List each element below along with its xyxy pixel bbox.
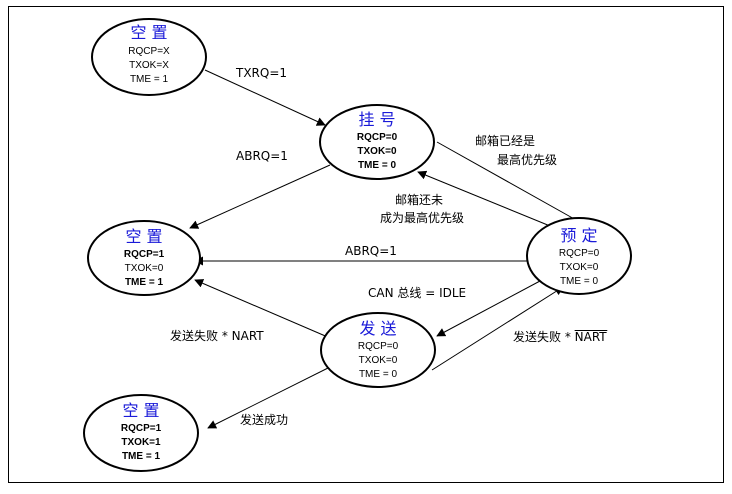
label-not-highest-line1: 邮箱还未	[395, 192, 443, 207]
node-scheduled: 预 定 RQCP=0 TXOK=0 TME = 0	[526, 217, 632, 295]
node-txok: TXOK=0	[359, 355, 398, 366]
label-fail-prefix: 发送失败 *	[513, 329, 575, 344]
node-title: 空 置	[122, 401, 159, 420]
edge-fail-not-nart	[431, 286, 564, 371]
node-title: 预 定	[560, 226, 597, 245]
label-highest-line2: 最高优先级	[497, 152, 557, 167]
node-tme: TME = 1	[130, 74, 169, 85]
label-nart-overlined: NART	[575, 330, 608, 344]
node-tme: TME = 0	[560, 276, 599, 287]
node-txok: TXOK=0	[560, 262, 599, 273]
node-tme: TME = 0	[358, 160, 397, 171]
node-title: 空 置	[130, 23, 167, 42]
node-tme: TME = 1	[122, 451, 161, 462]
node-transmit: 发 送 RQCP=0 TXOK=0 TME = 0	[320, 312, 436, 388]
edge-not-highest-priority	[417, 170, 556, 229]
node-title: 空 置	[125, 227, 162, 246]
diagram-frame	[8, 6, 724, 483]
label-txrq: TXRQ=1	[235, 66, 287, 80]
node-idle-top: 空 置 RQCP=X TXOK=X TME = 1	[91, 18, 207, 96]
node-title: 发 送	[359, 319, 396, 338]
node-rqcp: RQCP=0	[358, 341, 399, 352]
node-idle-bot: 空 置 RQCP=1 TXOK=1 TME = 1	[83, 394, 199, 472]
edge-fail-nart	[194, 279, 331, 339]
label-abrq-pending: ABRQ=1	[236, 149, 288, 163]
node-pending: 挂 号 RQCP=0 TXOK=0 TME = 0	[319, 104, 435, 180]
node-txok: TXOK=0	[357, 146, 397, 157]
node-rqcp: RQCP=1	[121, 423, 162, 434]
edge-txrq	[204, 69, 326, 126]
node-rqcp: RQCP=X	[128, 46, 170, 57]
edges	[189, 69, 586, 429]
label-not-highest-line2: 成为最高优先级	[380, 210, 464, 225]
node-title: 挂 号	[358, 110, 395, 129]
edge-abrq-pending	[189, 164, 331, 229]
label-abrq-scheduled: ABRQ=1	[345, 244, 397, 258]
edge-highest-priority	[436, 141, 586, 226]
label-highest-line1: 邮箱已经是	[475, 133, 535, 148]
label-fail-not-nart: 发送失败 * NART	[513, 329, 607, 344]
node-txok: TXOK=X	[129, 60, 169, 71]
node-txok: TXOK=1	[121, 437, 161, 448]
label-can-idle: CAN 总线 = IDLE	[368, 286, 466, 300]
node-tme: TME = 0	[359, 369, 398, 380]
node-rqcp: RQCP=0	[559, 248, 600, 259]
node-txok: TXOK=0	[125, 263, 164, 274]
node-idle-mid: 空 置 RQCP=1 TXOK=0 TME = 1	[87, 220, 201, 296]
label-fail-nart: 发送失败 * NART	[170, 328, 264, 343]
edge-success	[207, 366, 331, 429]
label-success: 发送成功	[240, 412, 288, 427]
node-tme: TME = 1	[125, 277, 164, 288]
edge-can-idle	[436, 280, 541, 337]
node-rqcp: RQCP=0	[357, 132, 398, 143]
node-rqcp: RQCP=1	[124, 249, 165, 260]
